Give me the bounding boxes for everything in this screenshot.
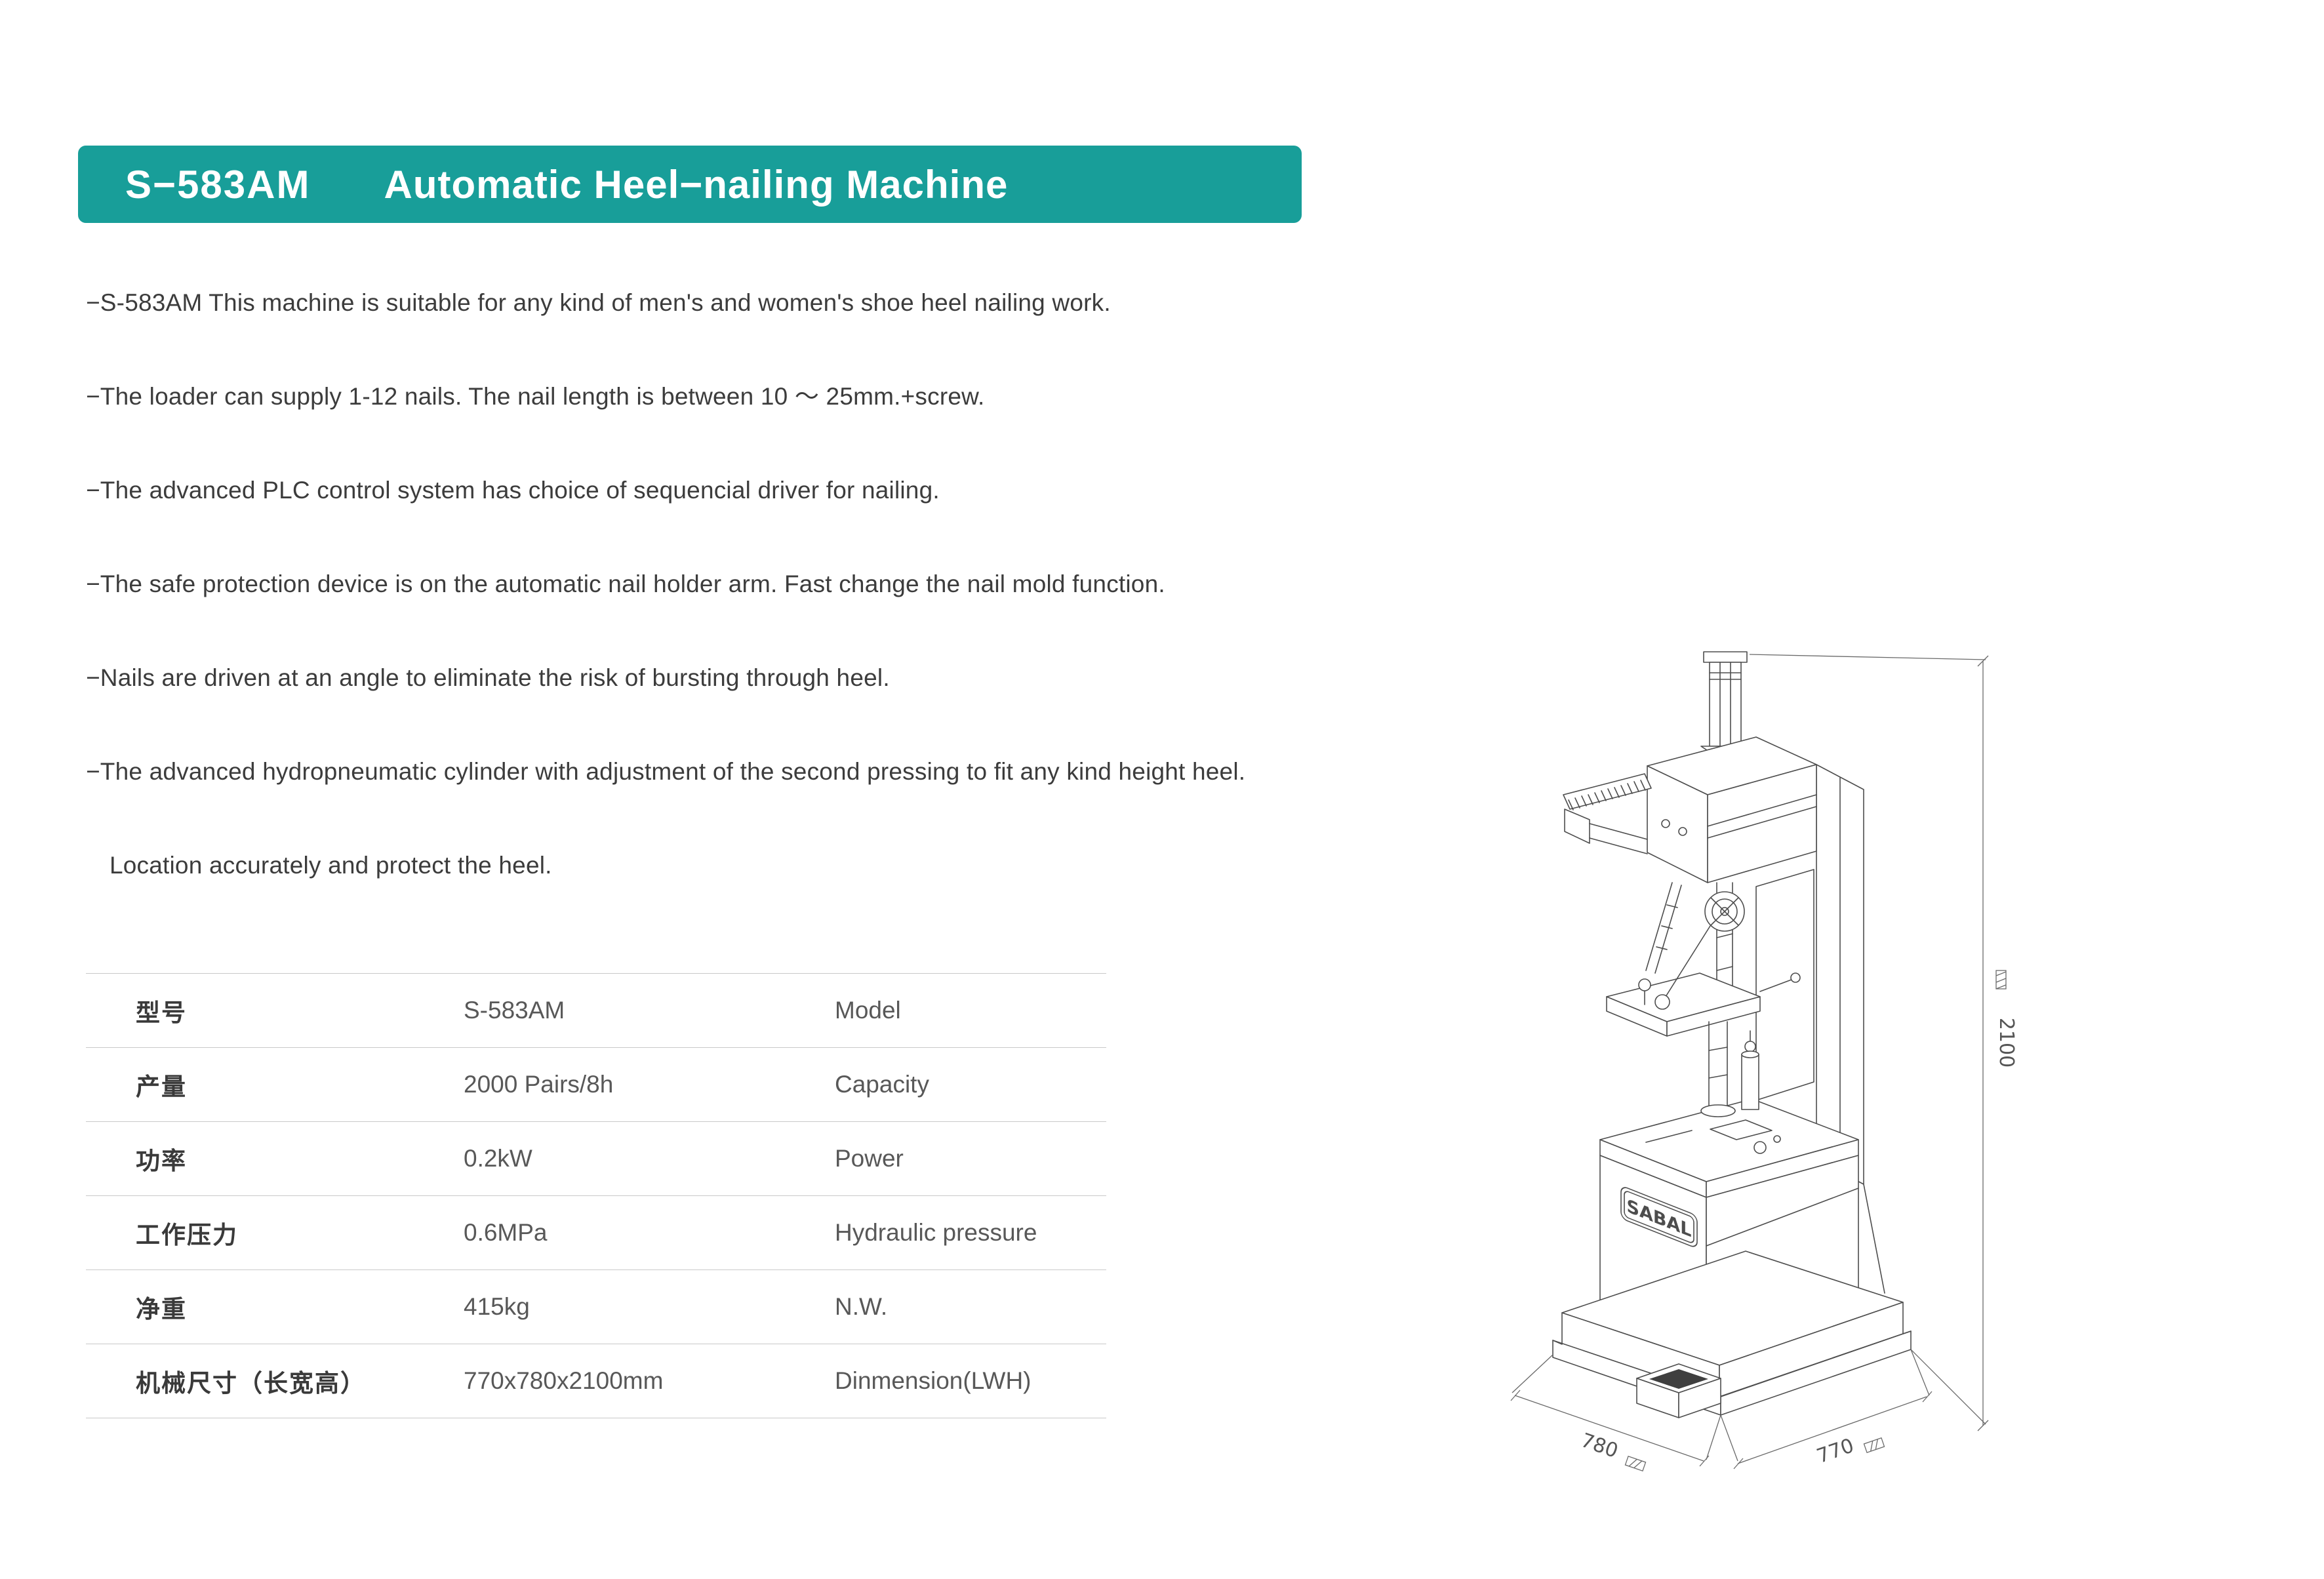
- feature-line: −The advanced PLC control system has cho…: [86, 477, 940, 504]
- dimension-width-label: 780: [1578, 1429, 1621, 1463]
- table-row: 功率 0.2kW Power: [86, 1121, 1106, 1195]
- spec-label-en: Capacity: [835, 1071, 929, 1098]
- spec-value: 770x780x2100mm: [464, 1367, 664, 1394]
- feature-line: Location accurately and protect the heel…: [110, 852, 552, 879]
- spec-label-en: N.W.: [835, 1293, 888, 1320]
- dimension-height-label: 2100: [1995, 1018, 2018, 1068]
- spec-label-cn: 工作压力: [136, 1222, 238, 1249]
- feature-line: −The advanced hydropneumatic cylinder wi…: [86, 758, 1246, 785]
- spec-label-en: Model: [835, 997, 901, 1024]
- spec-value: 0.6MPa: [464, 1219, 548, 1246]
- spec-table: 型号 S-583AM Model 产量 2000 Pairs/8h Capaci…: [86, 973, 1106, 1418]
- machine-drawing: SABAL: [1449, 630, 2105, 1534]
- spec-label-en: Hydraulic pressure: [835, 1219, 1037, 1246]
- table-row: 机械尺寸（长宽高） 770x780x2100mm Dinmension(LWH): [86, 1344, 1106, 1418]
- feature-line: −The safe protection device is on the au…: [86, 570, 1165, 597]
- product-model: S−583AM: [125, 162, 311, 207]
- product-name: Automatic Heel−nailing Machine: [384, 162, 1009, 207]
- dimension-lines: [1510, 654, 2007, 1472]
- table-row: 产量 2000 Pairs/8h Capacity: [86, 1047, 1106, 1121]
- spec-label-cn: 功率: [136, 1148, 187, 1174]
- feature-line: −The loader can supply 1-12 nails. The n…: [86, 383, 985, 410]
- spec-label-cn: 产量: [136, 1073, 187, 1100]
- feature-line: −S-583AM This machine is suitable for an…: [86, 289, 1111, 316]
- spec-label-en: Dinmension(LWH): [835, 1367, 1032, 1394]
- spec-value: 0.2kW: [464, 1145, 532, 1172]
- dimension-depth-label: 770: [1814, 1434, 1857, 1468]
- table-row: 工作压力 0.6MPa Hydraulic pressure: [86, 1195, 1106, 1269]
- spec-label-cn: 净重: [136, 1296, 187, 1323]
- table-row: 型号 S-583AM Model: [86, 973, 1106, 1047]
- table-row: 净重 415kg N.W.: [86, 1269, 1106, 1344]
- spec-label-cn: 机械尺寸（长宽高）: [136, 1370, 366, 1397]
- machine-drawing-svg: SABAL: [1510, 651, 2018, 1472]
- spec-value: S-583AM: [464, 997, 565, 1024]
- feature-line: −Nails are driven at an angle to elimina…: [86, 664, 890, 691]
- spec-label-en: Power: [835, 1145, 904, 1172]
- product-title-banner: S−583AM Automatic Heel−nailing Machine: [78, 146, 1302, 223]
- feature-list: −S-583AM This machine is suitable for an…: [86, 256, 1437, 912]
- spec-value: 415kg: [464, 1293, 530, 1320]
- spec-value: 2000 Pairs/8h: [464, 1071, 614, 1098]
- spec-label-cn: 型号: [136, 999, 187, 1026]
